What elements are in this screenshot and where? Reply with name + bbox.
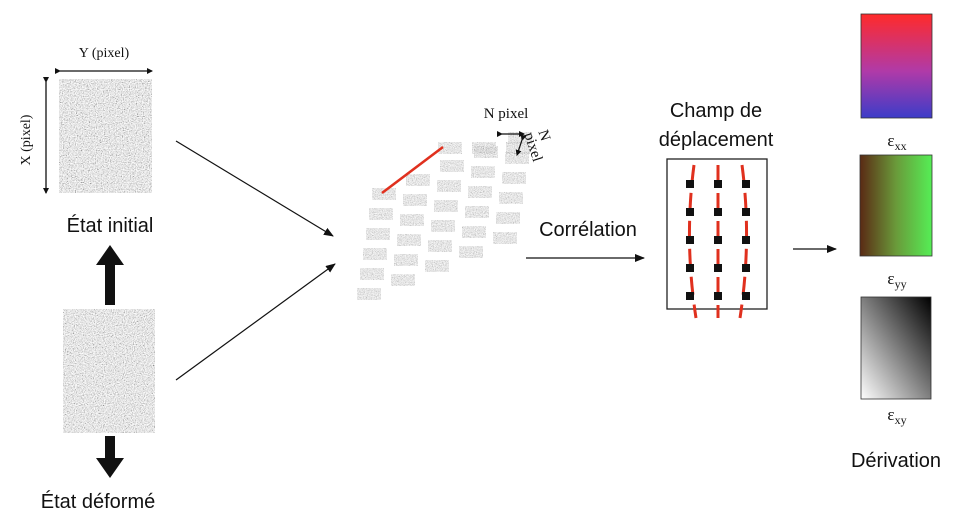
subset-cell [359, 267, 385, 281]
subset-cell [356, 287, 382, 301]
strain-label-exy: εxy [887, 405, 906, 427]
displacement-node [714, 208, 722, 216]
displacement-node [714, 236, 722, 244]
displacement-node [686, 180, 694, 188]
strain-map-exx [860, 13, 933, 119]
strain-maps: εxx εyy εxy Dérivation [851, 13, 941, 472]
deformed-state-label: État déformé [41, 490, 156, 513]
subset-cell [365, 227, 391, 241]
displacement-field-group: Champ de déplacement [659, 100, 774, 319]
displacement-node [686, 292, 694, 300]
subset-cell [470, 165, 496, 179]
subset-cell [433, 199, 459, 213]
subset-cell [390, 273, 416, 287]
deformed-speckle-group: État déformé [41, 245, 156, 513]
subset-cell [427, 239, 453, 253]
displacement-node [742, 180, 750, 188]
subset-cell [458, 245, 484, 259]
displacement-title-line1: Champ de [670, 100, 762, 122]
deformed-speckle-image [62, 308, 156, 434]
subset-cell [461, 225, 487, 239]
subset-cell [402, 193, 428, 207]
derivation-label: Dérivation [851, 450, 941, 472]
displacement-node [686, 236, 694, 244]
subset-cell [439, 159, 465, 173]
subset-cell [396, 233, 422, 247]
displacement-node [742, 236, 750, 244]
subset-size-v-arrow [515, 134, 527, 156]
axis-y-label: Y (pixel) [79, 46, 130, 61]
displacement-node [714, 292, 722, 300]
displacement-node [714, 264, 722, 272]
subset-cell [405, 173, 431, 187]
subset-cell [464, 205, 490, 219]
displacement-vectors [686, 164, 750, 319]
subset-cells [356, 131, 533, 301]
subset-cell [399, 213, 425, 227]
displacement-node [686, 208, 694, 216]
subset-cell [495, 211, 521, 225]
initial-state-label: État initial [67, 214, 154, 237]
subset-cell [424, 259, 450, 273]
load-arrow-down [96, 436, 124, 478]
load-arrow-up [96, 245, 124, 305]
subset-cell [498, 191, 524, 205]
strain-label-exx: εxx [887, 131, 906, 153]
displacement-title-line2: déplacement [659, 129, 774, 151]
subset-cell [371, 187, 397, 201]
displacement-node [742, 292, 750, 300]
initial-speckle-group: Y (pixel) X (pixel) État initial [19, 46, 153, 237]
subset-cell [362, 247, 388, 261]
subset-cell [393, 253, 419, 267]
flow-arrow-deformed [175, 263, 336, 381]
strain-label-eyy: εyy [887, 269, 906, 291]
subset-cell [501, 171, 527, 185]
subset-cell [437, 141, 463, 155]
flow-arrow-initial [175, 140, 334, 237]
strain-map-eyy [859, 154, 933, 257]
subset-size-h-label: N pixel [484, 106, 529, 122]
correlation-label: Corrélation [539, 219, 637, 241]
svg-text:N: N [534, 128, 553, 143]
displacement-node [686, 264, 694, 272]
displacement-node [742, 208, 750, 216]
strain-map-exy [860, 296, 932, 400]
axis-x-label: X (pixel) [19, 114, 34, 165]
displacement-node [714, 180, 722, 188]
subset-cell [492, 231, 518, 245]
subset-cell [430, 219, 456, 233]
displacement-node [742, 264, 750, 272]
subset-tracking-line [381, 145, 444, 195]
initial-speckle-image [58, 78, 153, 194]
subset-grid: N pixel N pixel [356, 106, 553, 301]
subset-cell [436, 179, 462, 193]
subset-cell [471, 141, 497, 155]
subset-cell [368, 207, 394, 221]
subset-cell [467, 185, 493, 199]
